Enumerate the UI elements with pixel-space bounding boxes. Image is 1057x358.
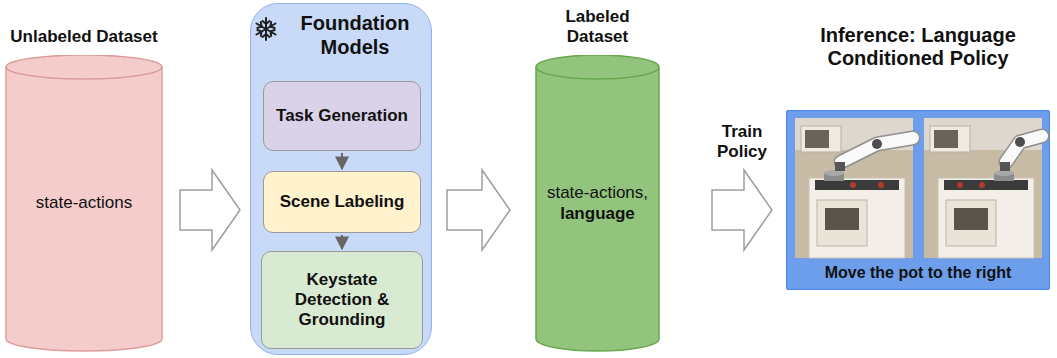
- edge-label-wrap: Train Policy: [702, 122, 782, 162]
- robot-gripper: [1000, 162, 1010, 171]
- text-wrap: Task Generation: [276, 106, 408, 126]
- snowflake-arm: [255, 26, 268, 38]
- photo-pot: [994, 173, 1014, 181]
- dataset-title: Labeled Dataset: [535, 7, 660, 47]
- snowflake-arm: [264, 20, 277, 32]
- robot-arm-outline: [841, 138, 913, 162]
- photo-toy-kitchen: [809, 178, 905, 258]
- snowflake-arm: [263, 29, 270, 40]
- snowflake-arm: [263, 18, 270, 29]
- robot-gripper: [835, 162, 845, 171]
- dataset-content: state-actions,: [547, 183, 648, 203]
- photo-toy-kitchen: [938, 178, 1034, 258]
- photo-microwave-window: [805, 130, 829, 148]
- text-wrap: language: [560, 204, 635, 224]
- photo-burner: [850, 182, 856, 188]
- photo-wall: [924, 118, 1042, 258]
- process-label: Scene Labeling: [280, 192, 405, 212]
- panel-title: Foundation Models: [285, 12, 425, 59]
- text-wrap: Labeled Dataset: [535, 7, 660, 47]
- block-arrow: [180, 170, 240, 250]
- cylinder-rim: [6, 67, 162, 79]
- photo-oven-window: [954, 208, 988, 230]
- cylinder-rim: [536, 67, 659, 79]
- robot-photo: [924, 118, 1042, 258]
- robot-arm: [1006, 136, 1042, 162]
- demo-caption: Move the pot to the right: [825, 264, 1012, 283]
- cylinder-body: [6, 55, 162, 351]
- policy-demo-panel: Inference: Language Conditioned PolicyMo…: [786, 110, 1050, 290]
- snowflake-arm: [255, 20, 268, 32]
- dataset-content: state-actions: [36, 193, 132, 213]
- photo-pot: [824, 173, 844, 181]
- photo-burner: [957, 182, 963, 188]
- dataset-content: language: [560, 204, 635, 224]
- photo-stovetop: [815, 180, 899, 190]
- dataset-cylinder: Unlabeled Datasetstate-actions: [5, 55, 163, 352]
- snowflake-icon: [255, 18, 278, 40]
- photo-microwave: [801, 126, 841, 152]
- model-panel: Task GenerationScene LabelingKeystate De…: [250, 3, 432, 355]
- photo-oven-window: [825, 208, 859, 230]
- dataset-cylinder: Labeled Datasetstate-actions,language: [535, 55, 660, 352]
- block-arrow: [712, 170, 772, 250]
- snowflake-arm: [264, 26, 277, 38]
- text-wrap: Keystate Detection & Grounding: [270, 270, 414, 330]
- cylinder-body: [536, 55, 659, 351]
- panel-title: Inference: Language Conditioned Policy: [779, 24, 1057, 71]
- process-box: Task Generation: [263, 81, 421, 151]
- robot-arm-outline: [1006, 136, 1042, 162]
- photo-microwave: [930, 126, 970, 152]
- photo-stovetop: [944, 180, 1028, 190]
- text-wrap: Move the pot to the right: [825, 264, 1012, 283]
- text-wrap: state-actions,: [547, 183, 648, 203]
- photo-microwave-window: [934, 130, 958, 148]
- robot-joint: [1015, 137, 1025, 147]
- process-label: Keystate Detection & Grounding: [270, 270, 414, 330]
- text-wrap: Inference: Language Conditioned Policy: [779, 24, 1057, 71]
- dataset-title: Unlabeled Dataset: [10, 27, 157, 47]
- photo-pot-rim: [824, 170, 844, 176]
- block-arrow: [447, 170, 510, 250]
- photo-wall: [795, 118, 913, 258]
- text-wrap: state-actions: [36, 193, 132, 213]
- text-wrap: Foundation Models: [285, 12, 425, 59]
- text-wrap: Unlabeled Dataset: [5, 27, 163, 47]
- process-box: Keystate Detection & Grounding: [261, 251, 423, 349]
- process-box: Scene Labeling: [263, 171, 421, 233]
- photo-burner: [979, 182, 985, 188]
- robot-photo: [795, 118, 913, 258]
- photo-wall-top: [795, 118, 913, 150]
- photo-wall-top: [924, 118, 1042, 150]
- flow-arrow: [341, 153, 343, 169]
- photo-pot-rim: [994, 170, 1014, 176]
- flow-arrow: [341, 235, 343, 249]
- process-label: Task Generation: [276, 106, 408, 126]
- text-wrap: Scene Labeling: [280, 192, 405, 212]
- photo-burner: [878, 182, 884, 188]
- robot-joint: [872, 139, 882, 149]
- edge-label: Train Policy: [702, 122, 782, 162]
- photo-oven-door: [946, 200, 996, 246]
- robot-arm: [841, 138, 913, 162]
- photo-oven-door: [817, 200, 867, 246]
